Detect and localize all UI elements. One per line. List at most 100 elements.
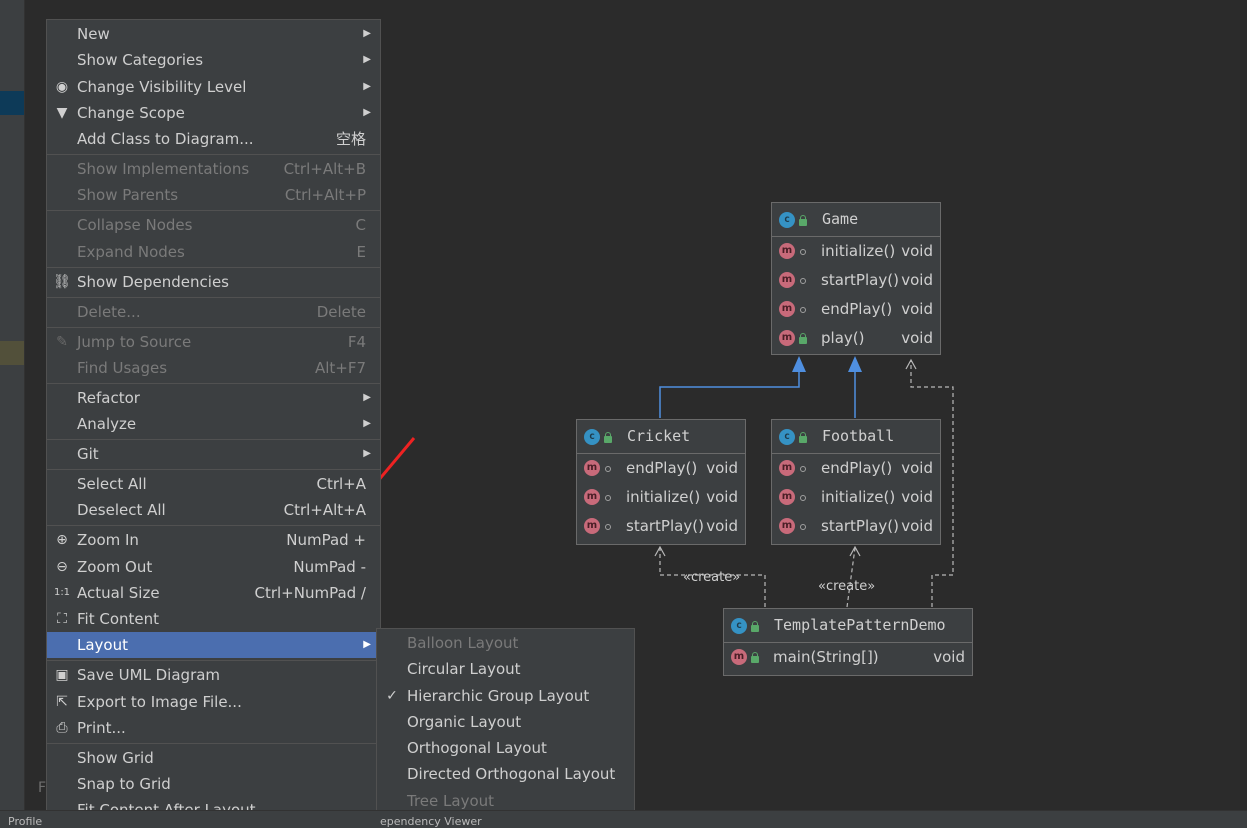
menu-item-change-visibility-level[interactable]: ◉Change Visibility Level▶ bbox=[47, 74, 380, 100]
menu-item-export-to-image-file[interactable]: ⇱Export to Image File... bbox=[47, 689, 380, 715]
method-name: initialize() bbox=[821, 242, 896, 260]
submenu-arrow-icon: ▶ bbox=[363, 639, 371, 650]
menu-item-refactor[interactable]: Refactor▶ bbox=[47, 385, 380, 411]
package-visibility-icon bbox=[800, 495, 806, 501]
menu-item-analyze[interactable]: Analyze▶ bbox=[47, 411, 380, 437]
menu-item-label: Jump to Source bbox=[77, 333, 192, 351]
method-icon: m bbox=[584, 460, 600, 476]
menu-item-label: Delete... bbox=[77, 303, 141, 321]
package-visibility-icon bbox=[605, 524, 611, 530]
menu-separator bbox=[47, 297, 380, 298]
menu-item-label: Analyze bbox=[77, 415, 137, 433]
eye-icon: ◉ bbox=[55, 79, 69, 95]
filter-icon: ▼ bbox=[56, 105, 68, 121]
layout-option-hierarchic-group-layout[interactable]: ✓Hierarchic Group Layout bbox=[377, 683, 634, 709]
menu-item-label: Deselect All bbox=[77, 501, 166, 519]
layout-option-tree-layout: Tree Layout bbox=[377, 788, 634, 814]
method-name: initialize() bbox=[821, 488, 896, 506]
submenu-arrow-icon: ▶ bbox=[363, 107, 371, 118]
menu-item-label: Circular Layout bbox=[407, 660, 521, 678]
menu-item-show-categories[interactable]: Show Categories▶ bbox=[47, 47, 380, 73]
menu-item-label: Find Usages bbox=[77, 359, 168, 377]
method-name: endPlay() bbox=[821, 459, 893, 477]
menu-item-print[interactable]: ⎙Print... bbox=[47, 715, 380, 741]
menu-item-layout[interactable]: Layout▶ bbox=[47, 632, 380, 658]
menu-item-label: Zoom Out bbox=[77, 558, 153, 576]
layout-option-circular-layout[interactable]: Circular Layout bbox=[377, 656, 634, 682]
menu-item-snap-to-grid[interactable]: Snap to Grid bbox=[47, 771, 380, 797]
menu-item-label: Refactor bbox=[77, 389, 140, 407]
method-icon: m bbox=[779, 330, 795, 346]
menu-item-new[interactable]: New▶ bbox=[47, 21, 380, 47]
menu-item-show-grid[interactable]: Show Grid bbox=[47, 745, 380, 771]
menu-item-label: Select All bbox=[77, 475, 147, 493]
submenu-arrow-icon: ▶ bbox=[363, 448, 371, 459]
package-visibility-icon bbox=[800, 466, 806, 472]
menu-item-change-scope[interactable]: ▼ Change Scope ▶ bbox=[47, 100, 380, 126]
menu-item-fit-content[interactable]: ⛶ Fit Content bbox=[47, 606, 380, 632]
menu-item-label: Export to Image File... bbox=[77, 693, 242, 711]
method-return-type: void bbox=[933, 648, 965, 666]
layout-option-organic-layout[interactable]: Organic Layout bbox=[377, 709, 634, 735]
fit-content-icon: ⛶ bbox=[57, 611, 67, 627]
method-return-type: void bbox=[901, 488, 933, 506]
method-name: startPlay() bbox=[626, 517, 704, 535]
menu-item-shortcut: Ctrl+Alt+A bbox=[283, 501, 366, 519]
menu-item-label: Print... bbox=[77, 719, 126, 737]
strip-selected-item[interactable] bbox=[0, 91, 24, 115]
class-name: Cricket bbox=[627, 427, 691, 445]
public-visibility-icon bbox=[751, 652, 759, 663]
menu-item-label: Save UML Diagram bbox=[77, 666, 221, 684]
create-label-cricket: «create» bbox=[683, 570, 741, 585]
save-icon: ▣ bbox=[55, 667, 69, 683]
menu-item-add-class-to-diagram[interactable]: Add Class to Diagram...空格 bbox=[47, 126, 380, 152]
method-icon: m bbox=[731, 649, 747, 665]
menu-item-shortcut: C bbox=[355, 216, 366, 234]
method-row[interactable]: m main(String[]) void bbox=[724, 643, 972, 672]
strip-highlight-item[interactable] bbox=[0, 341, 24, 365]
link-icon: ⛓ bbox=[53, 274, 71, 290]
layout-option-directed-orthogonal-layout[interactable]: Directed Orthogonal Layout bbox=[377, 761, 634, 787]
menu-item-shortcut: NumPad + bbox=[286, 531, 366, 549]
public-visibility-icon bbox=[799, 215, 807, 226]
package-visibility-icon bbox=[800, 278, 806, 284]
zoom-out-icon: ⊖ bbox=[56, 559, 68, 575]
method-name: main(String[]) bbox=[773, 648, 879, 666]
menu-item-label: Fit Content bbox=[77, 610, 160, 628]
menu-item-git[interactable]: Git▶ bbox=[47, 441, 380, 467]
layout-option-orthogonal-layout[interactable]: Orthogonal Layout bbox=[377, 735, 634, 761]
menu-item-show-dependencies[interactable]: ⛓ Show Dependencies bbox=[47, 269, 380, 295]
menu-item-label: Change Scope bbox=[77, 104, 185, 122]
public-visibility-icon bbox=[751, 621, 759, 632]
class-name: TemplatePatternDemo bbox=[774, 616, 946, 634]
method-return-type: void bbox=[706, 459, 738, 477]
package-visibility-icon bbox=[605, 466, 611, 472]
menu-item-label: Show Dependencies bbox=[77, 273, 229, 291]
menu-item-save-uml-diagram[interactable]: ▣ Save UML Diagram bbox=[47, 662, 380, 688]
menu-item-deselect-all[interactable]: Deselect All Ctrl+Alt+A bbox=[47, 497, 380, 523]
